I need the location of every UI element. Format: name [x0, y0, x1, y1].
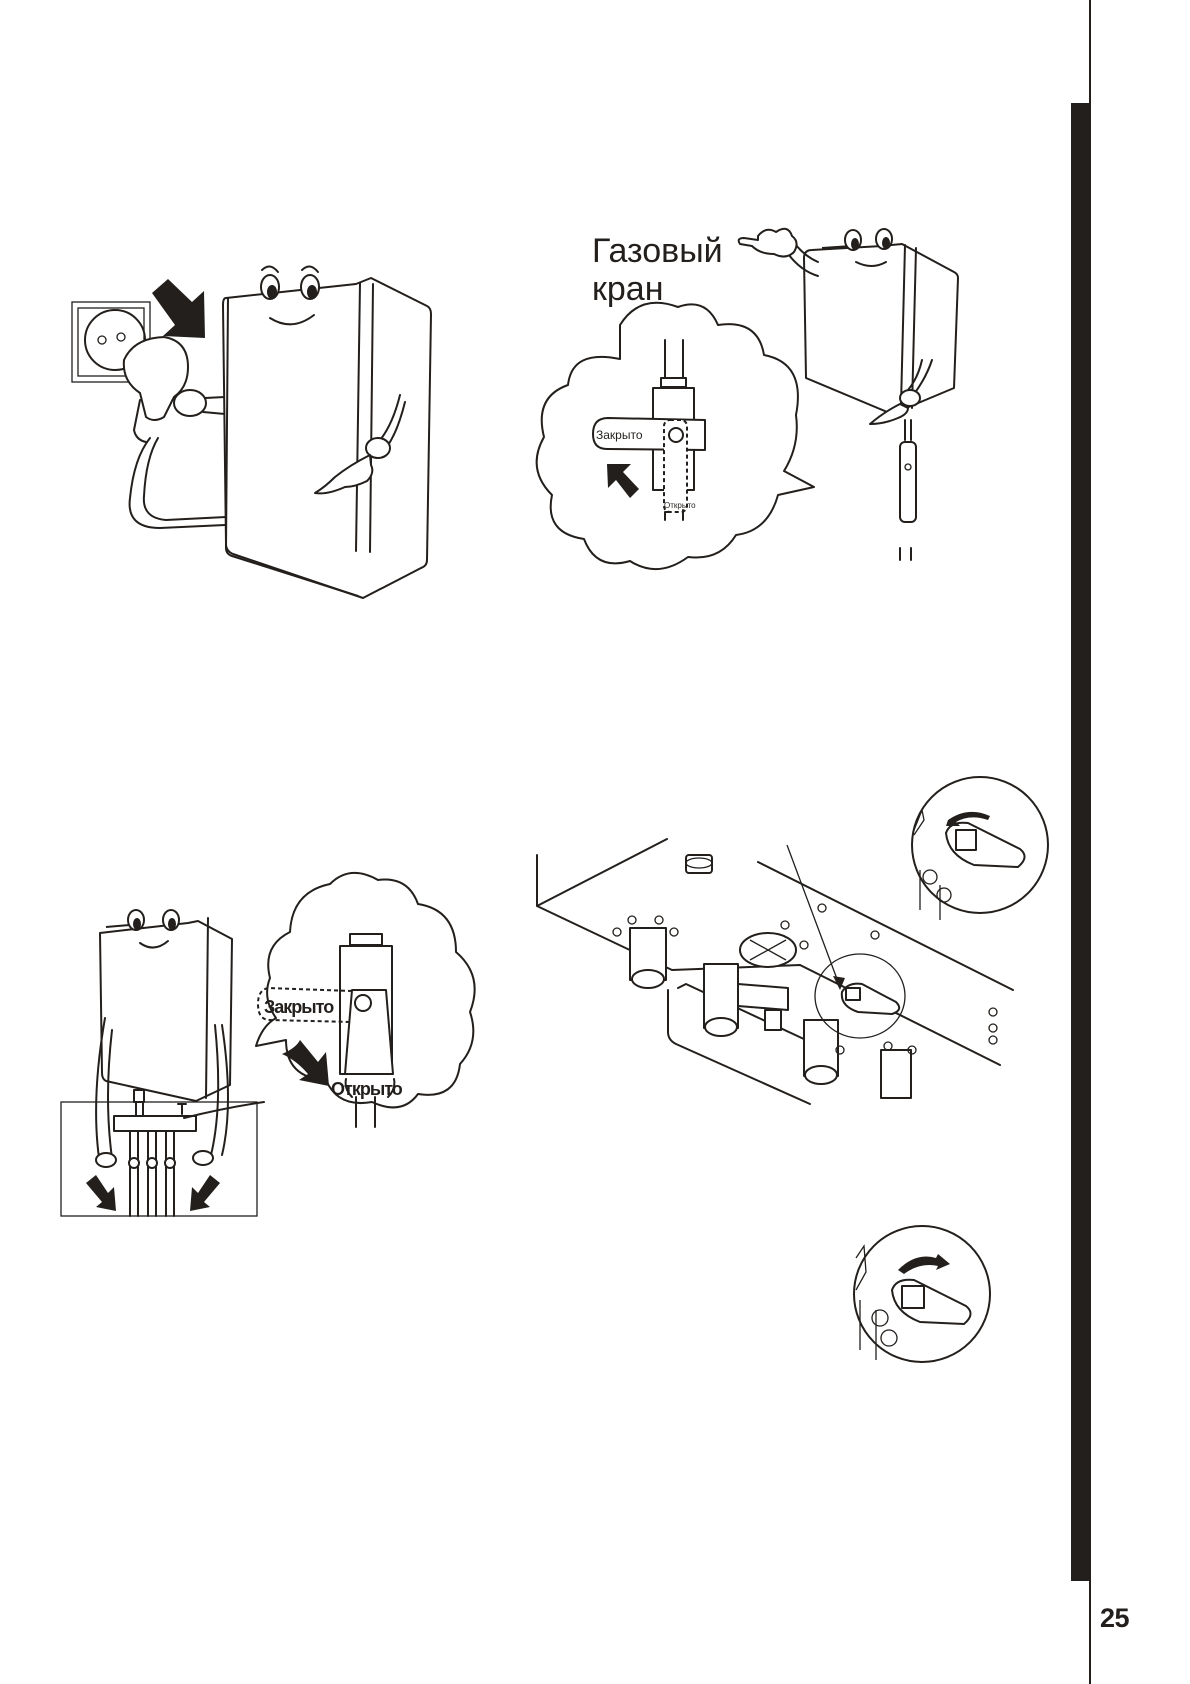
gas-fitting-icon: [704, 933, 796, 1036]
water-inlet-fitting-icon: [630, 928, 666, 988]
drain-plug-close-detail: [854, 1226, 990, 1362]
drain-plug-open-detail: [912, 777, 1048, 920]
water-outlet-fitting-icon: [804, 1020, 911, 1098]
